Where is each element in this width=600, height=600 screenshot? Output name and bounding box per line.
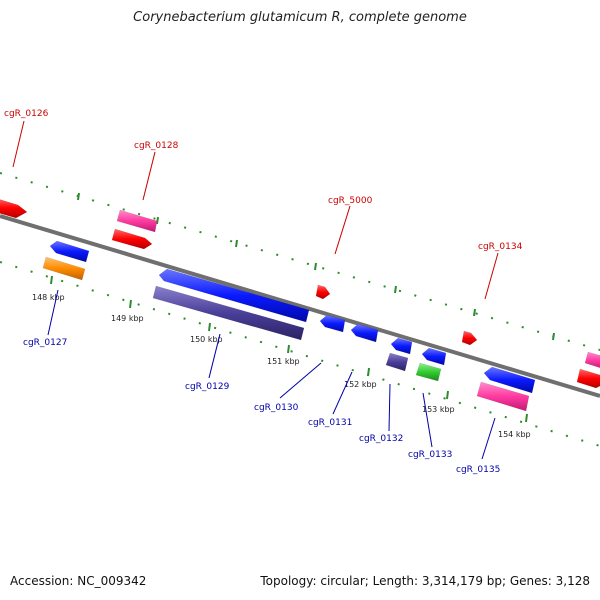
kbp-label-152: 152 kbp <box>344 380 377 389</box>
kbp-label-151: 151 kbp <box>267 357 300 366</box>
kbp-label-153: 153 kbp <box>422 405 455 414</box>
major-ticks <box>50 275 528 423</box>
gene-right-red[interactable] <box>576 368 600 389</box>
gene-cgR_0129-purple[interactable] <box>152 285 305 341</box>
gene-cgR_0135-pink[interactable] <box>476 381 530 412</box>
gene-cgR_0127[interactable] <box>49 240 90 263</box>
kbp-label-149: 149 kbp <box>111 314 144 323</box>
label-cgR_0133[interactable]: cgR_0133 <box>408 450 452 460</box>
kbp-label-150: 150 kbp <box>190 335 223 344</box>
label-cgR_0132[interactable]: cgR_0132 <box>359 434 403 444</box>
gene-cgR_0127-orange[interactable] <box>42 256 86 281</box>
reverse-genes <box>42 240 536 412</box>
inner-tick-track <box>0 261 600 447</box>
label-cgR_0135[interactable]: cgR_0135 <box>456 465 500 475</box>
outer-major-ticks <box>77 192 555 341</box>
gene-cgR_0133[interactable] <box>421 347 447 366</box>
kbp-label-154: 154 kbp <box>498 430 531 439</box>
label-cgR_5000[interactable]: cgR_5000 <box>328 196 373 206</box>
gene-right-pink[interactable] <box>584 351 600 369</box>
forward-genes <box>0 198 600 389</box>
gene-cgR_0135[interactable] <box>483 366 536 394</box>
forward-leaders <box>12 120 499 300</box>
gene-cgR_0132[interactable] <box>390 337 413 355</box>
gene-cgR_0126[interactable] <box>0 198 28 219</box>
label-cgR_0128[interactable]: cgR_0128 <box>134 141 179 151</box>
accession-text: Accession: NC_009342 <box>10 574 147 588</box>
gene-cgR_0133-green[interactable] <box>415 362 442 382</box>
outer-tick-track <box>0 172 600 351</box>
gene-cgR_5000[interactable] <box>315 284 331 300</box>
label-cgR_0127[interactable]: cgR_0127 <box>23 338 67 348</box>
gene-cgR_0134[interactable] <box>461 330 478 346</box>
gene-cgR_0130[interactable] <box>319 314 346 333</box>
reverse-leaders <box>47 289 496 460</box>
genome-backbone <box>0 214 600 398</box>
topology-text: Topology: circular; Length: 3,314,179 bp… <box>260 574 590 588</box>
gene-cgR_0132-purple[interactable] <box>385 352 409 372</box>
label-cgR_0134[interactable]: cgR_0134 <box>478 242 523 252</box>
kbp-label-148: 148 kbp <box>32 293 65 302</box>
label-cgR_0129[interactable]: cgR_0129 <box>185 382 230 392</box>
label-cgR_0130[interactable]: cgR_0130 <box>254 403 299 413</box>
gene-cgR_0128[interactable] <box>111 228 153 250</box>
label-cgR_0131[interactable]: cgR_0131 <box>308 418 352 428</box>
gene-cgR_0129[interactable] <box>158 268 310 323</box>
label-cgR_0126[interactable]: cgR_0126 <box>4 109 49 119</box>
gene-cgR_0128-pink[interactable] <box>116 209 158 233</box>
genome-title: Corynebacterium glutamicum R, complete g… <box>133 10 467 25</box>
gene-cgR_0131[interactable] <box>350 323 379 343</box>
